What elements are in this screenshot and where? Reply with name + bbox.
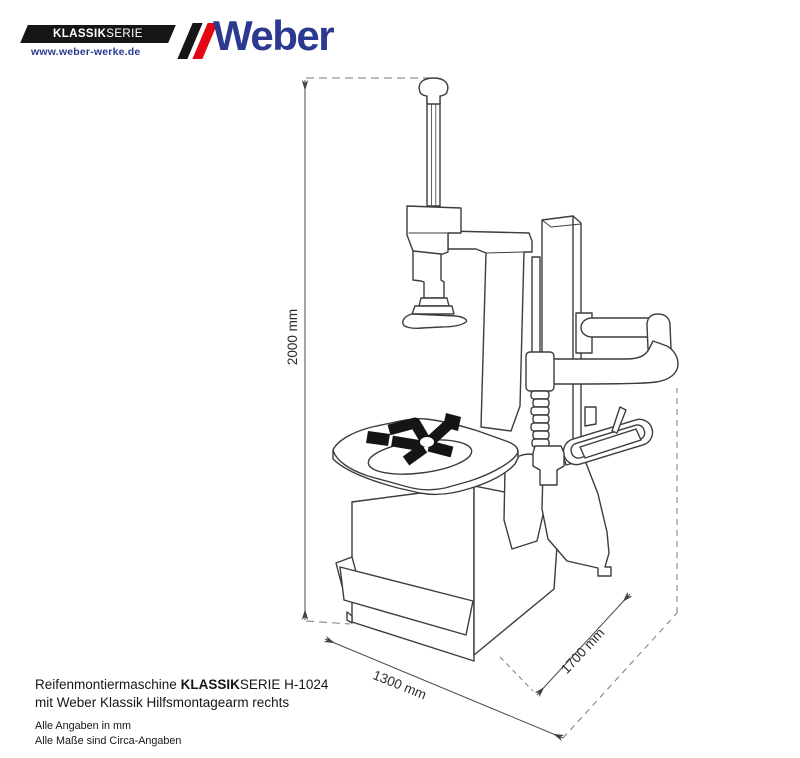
bead-press-roller: [561, 406, 654, 466]
caption-note-units: Alle Angaben in mm: [35, 720, 132, 732]
dim-depth-label: 1700 mm: [558, 625, 607, 676]
vertical-slide: [406, 77, 462, 256]
helper-arm-rod: [531, 256, 541, 354]
turntable: [332, 413, 519, 496]
threaded-spindle: [530, 390, 565, 486]
caption: Reifenmontiermaschine KLASSIKSERIE H-102…: [35, 676, 455, 749]
caption-subtitle: mit Weber Klassik Hilfsmontagearm rechts: [35, 695, 290, 710]
helper-mounting-arm: [525, 312, 679, 392]
mounting-head: [402, 250, 468, 329]
website-link[interactable]: www.weber-werke.de: [31, 46, 141, 58]
dim-height-label: 2000 mm: [285, 309, 300, 365]
caption-title-prefix: Reifenmontiermaschine: [35, 677, 181, 692]
caption-title-bold: KLASSIK: [180, 677, 240, 692]
caption-title-suffix: SERIE H-1024: [239, 677, 329, 692]
brand-header: KLASSIKSERIE www.weber-werke.de Weber: [0, 0, 800, 70]
duck-head-tool: [402, 313, 468, 329]
dimension-lines: [301, 77, 678, 742]
caption-note-circa: Alle Maße sind Circa-Angaben: [35, 735, 182, 747]
weber-logo: Weber: [213, 12, 335, 59]
caption-title: Reifenmontiermaschine KLASSIKSERIE H-102…: [35, 676, 455, 694]
bead-breaker-housing: [503, 452, 612, 577]
machine-illustration: [332, 77, 679, 662]
hex-bar-cap: [418, 77, 449, 105]
foot-pedals[interactable]: [335, 556, 474, 636]
dimension-arrows: [301, 80, 633, 742]
roller-handle: [611, 406, 627, 434]
swing-arm: [447, 230, 533, 432]
